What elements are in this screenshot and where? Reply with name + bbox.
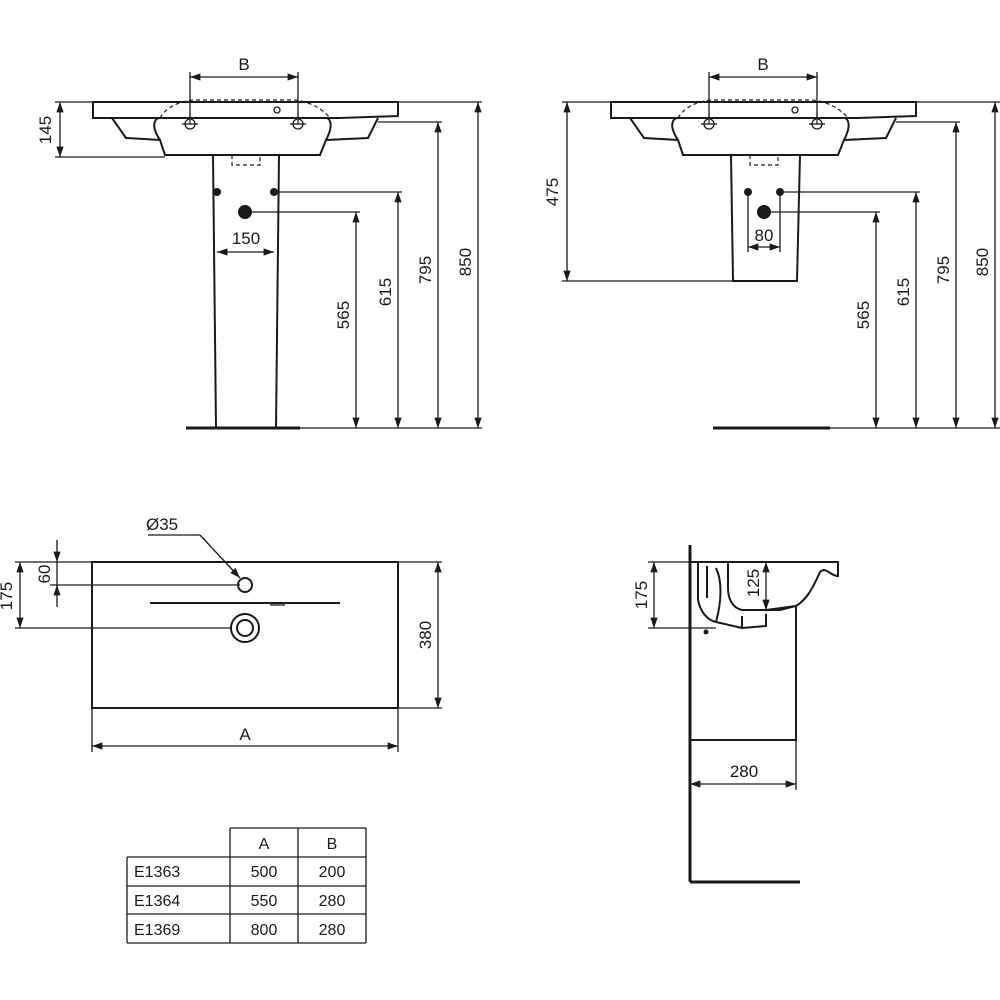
table-cell: 550 [251, 893, 278, 910]
front-pedestal-dim-145: 145 [36, 116, 55, 144]
front-semi-dim-b: B [757, 55, 768, 74]
side-view: 175 125 280 [632, 545, 839, 884]
table-cell: E1363 [134, 864, 180, 881]
table-cell: E1369 [134, 922, 180, 939]
front-view-pedestal: B 145 150 565 615 795 850 [36, 55, 482, 430]
table-cell: 500 [251, 864, 278, 881]
side-dim-280: 280 [730, 762, 758, 781]
top-dim-a: A [239, 725, 251, 744]
front-pedestal-dim-795: 795 [416, 256, 435, 284]
front-semi-dim-80: 80 [755, 226, 774, 245]
table-cell: 800 [251, 922, 278, 939]
side-dim-175: 175 [632, 581, 651, 609]
top-dim-380: 380 [416, 621, 435, 649]
table-cell: 280 [319, 922, 346, 939]
front-semi-dim-475: 475 [543, 178, 562, 206]
side-dim-125: 125 [744, 569, 763, 597]
front-pedestal-dim-565: 565 [334, 301, 353, 329]
top-dim-60: 60 [35, 565, 54, 584]
front-pedestal-dim-615: 615 [376, 278, 395, 306]
front-semi-dim-615: 615 [894, 278, 913, 306]
table-header-a: A [259, 836, 270, 853]
top-dim-175: 175 [0, 582, 16, 610]
top-dim-diameter: Ø35 [146, 515, 178, 534]
front-pedestal-dim-150: 150 [232, 229, 260, 248]
table-cell: 200 [319, 864, 346, 881]
front-pedestal-dim-850: 850 [456, 248, 475, 276]
table-cell: 280 [319, 893, 346, 910]
table-header-b: B [327, 836, 338, 853]
front-view-semi-pedestal: B 475 80 565 615 795 850 [543, 55, 1000, 430]
table-cell: E1364 [134, 893, 180, 910]
front-semi-dim-565: 565 [854, 301, 873, 329]
size-table: A B E1363 500 200 E1364 550 280 E1369 80… [126, 827, 367, 944]
front-semi-dim-795: 795 [934, 256, 953, 284]
front-pedestal-dim-b: B [238, 55, 249, 74]
top-view: Ø35 60 175 380 A [0, 515, 442, 752]
front-semi-dim-850: 850 [973, 248, 992, 276]
